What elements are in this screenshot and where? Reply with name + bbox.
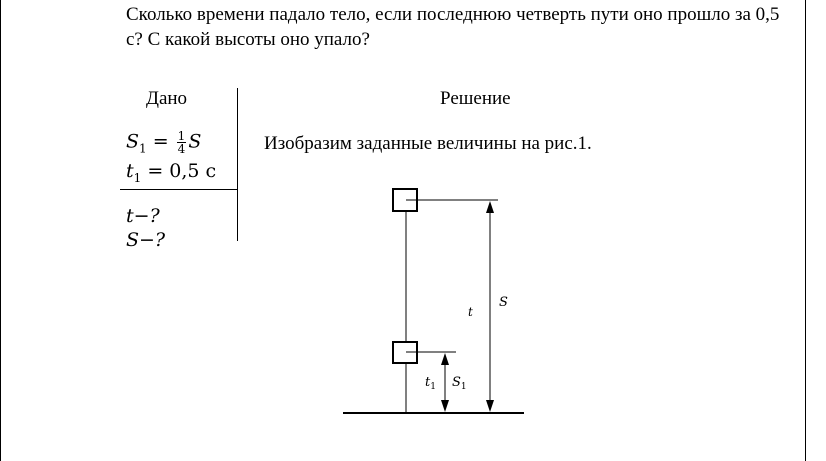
t1-value: = 0,5 с	[141, 160, 217, 182]
s1-arrow-head-bottom	[441, 400, 449, 412]
label-t: t	[468, 305, 473, 319]
label-t1: t1	[425, 375, 436, 392]
given-divider-horizontal	[120, 189, 238, 190]
t1-subscript: 1	[133, 170, 142, 185]
fraction-numerator: 1	[176, 129, 187, 143]
label-s: S	[499, 295, 508, 310]
s-symbol: S	[188, 130, 202, 153]
s1-symbol: S	[126, 130, 140, 153]
right-page-border	[805, 0, 806, 461]
t1-symbol: t	[126, 160, 134, 182]
given-header: Дано	[146, 88, 188, 109]
given-t1-formula: t1 = 0,5 с	[126, 160, 216, 185]
s-arrow-head-bottom	[486, 400, 494, 412]
given-divider-vertical	[237, 88, 238, 241]
find-t: t−?	[126, 205, 160, 227]
s1-equals: =	[146, 130, 175, 153]
solution-text: Изобразим заданные величины на рис.1.	[264, 133, 592, 154]
left-page-border	[0, 0, 1, 461]
label-s1: S1	[452, 375, 467, 392]
fraction-denominator: 4	[177, 142, 186, 156]
problem-statement: Сколько времени падало тело, если послед…	[126, 4, 780, 50]
s1-subscript: 1	[139, 141, 147, 156]
s1-arrow-head-top	[441, 353, 449, 365]
find-s: S−?	[126, 229, 166, 251]
solution-header: Решение	[440, 88, 511, 109]
s-arrow-head-top	[486, 201, 494, 213]
